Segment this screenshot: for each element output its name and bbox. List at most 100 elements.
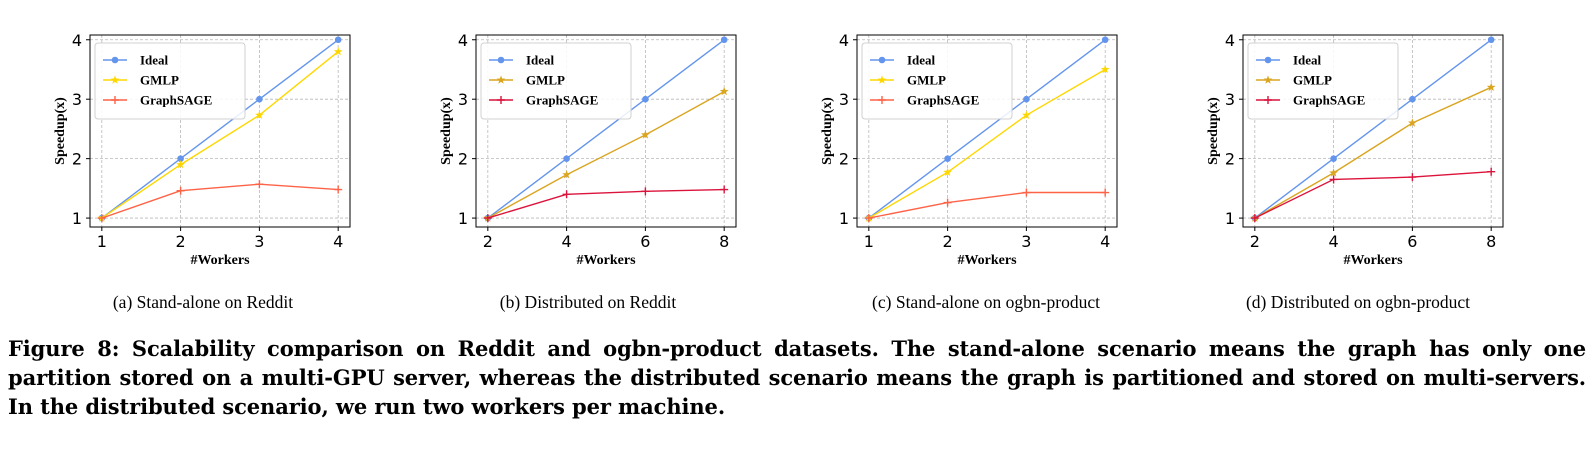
legend-label: Ideal [140, 53, 169, 68]
legend-marker [878, 56, 886, 64]
legend-label: GMLP [140, 73, 179, 88]
legend-label: Ideal [526, 53, 555, 68]
data-point [864, 214, 873, 223]
data-point [1409, 95, 1416, 103]
plot-frame [856, 34, 1118, 228]
x-tick-label: 6 [1407, 232, 1417, 251]
legend-entry-gmlp: GMLP [103, 73, 179, 88]
legend-label: Ideal [907, 53, 936, 68]
data-point [562, 190, 571, 199]
x-tick-label: 2 [1250, 232, 1260, 251]
data-point [177, 155, 184, 162]
legend-label: GraphSAGE [907, 93, 979, 108]
series-line [868, 191, 1106, 219]
data-point [720, 185, 729, 194]
data-point [1022, 188, 1031, 197]
x-tick-label: 8 [1486, 232, 1496, 251]
data-point [1023, 95, 1030, 103]
subcaption-a: (a) Stand-alone on Reddit [112, 292, 294, 312]
data-point [483, 214, 492, 223]
y-tick-label: 2 [839, 150, 849, 169]
legend-label: GMLP [526, 73, 565, 88]
y-axis-label: Speedup(x) [820, 97, 835, 165]
x-tick-label: 2 [176, 232, 186, 251]
data-point [334, 36, 342, 44]
data-point [333, 47, 343, 56]
data-point [1408, 173, 1417, 182]
series-line [1254, 86, 1492, 219]
data-point [943, 167, 952, 176]
legend-entry-ideal: Ideal [1256, 53, 1322, 68]
legend-box [480, 42, 632, 120]
series-ideal [98, 36, 342, 222]
x-tick-label: 4 [1100, 232, 1110, 251]
plot-frame [1242, 34, 1504, 228]
data-point [1022, 110, 1031, 119]
x-axis-label: #Workers [190, 253, 250, 268]
x-tick-label: 1 [97, 232, 107, 251]
series-line [487, 188, 725, 219]
legend-label: GMLP [907, 73, 946, 88]
legend-marker [1264, 56, 1272, 64]
data-point [1329, 175, 1338, 184]
y-tick-label: 3 [1225, 90, 1235, 109]
x-tick-label: 3 [254, 232, 264, 251]
data-point [176, 186, 185, 195]
data-point [642, 95, 649, 103]
data-point [97, 214, 106, 223]
legend-box [1247, 42, 1399, 120]
series-line [1254, 39, 1492, 219]
x-tick-label: 6 [640, 232, 650, 251]
x-axis-label: #Workers [957, 253, 1017, 268]
data-point [944, 155, 951, 162]
series-graphsage [97, 180, 343, 223]
x-axis-label: #Workers [576, 253, 636, 268]
data-point [255, 110, 264, 119]
legend-marker [878, 96, 886, 104]
data-point [641, 187, 650, 196]
data-point [1101, 188, 1110, 197]
series-line [868, 68, 1106, 219]
legend-box [861, 42, 1013, 120]
subcaption-d: (d) Distributed on ogbn-product [1245, 292, 1471, 312]
data-point [1100, 64, 1110, 74]
legend-entry-gmlp: GMLP [489, 73, 565, 88]
data-point [1408, 118, 1417, 127]
legend-label: GraphSAGE [140, 93, 212, 108]
legend-marker [877, 75, 887, 84]
series-graphsage [864, 188, 1110, 223]
y-tick-label: 1 [839, 209, 849, 228]
data-point [641, 130, 650, 139]
y-tick-label: 3 [839, 90, 849, 109]
series-line [101, 51, 339, 219]
data-point [256, 95, 263, 103]
y-tick-label: 2 [1225, 150, 1235, 169]
legend-label: GraphSAGE [1293, 93, 1365, 108]
data-point [1486, 82, 1496, 91]
y-axis-label: Speedup(x) [1206, 97, 1221, 165]
figure-caption: Figure 8: Scalability comparison on Redd… [8, 336, 1586, 419]
y-tick-label: 2 [72, 150, 82, 169]
legend-box [94, 42, 246, 120]
x-tick-label: 1 [864, 232, 874, 251]
x-tick-label: 4 [1329, 232, 1339, 251]
legend-entry-ideal: Ideal [103, 53, 169, 68]
data-point [562, 170, 571, 179]
subcaption-c: (c) Stand-alone on ogbn-product [872, 292, 1100, 312]
data-point [1487, 36, 1495, 44]
legend-entry-graphsage: GraphSAGE [489, 93, 598, 108]
data-point [719, 86, 729, 96]
series-line [101, 183, 339, 219]
x-tick-label: 4 [562, 232, 572, 251]
x-tick-label: 2 [483, 232, 493, 251]
y-tick-label: 1 [72, 209, 82, 228]
data-point [720, 36, 728, 44]
legend-label: GMLP [1293, 73, 1332, 88]
data-point [176, 160, 185, 169]
y-tick-label: 4 [1225, 31, 1235, 50]
